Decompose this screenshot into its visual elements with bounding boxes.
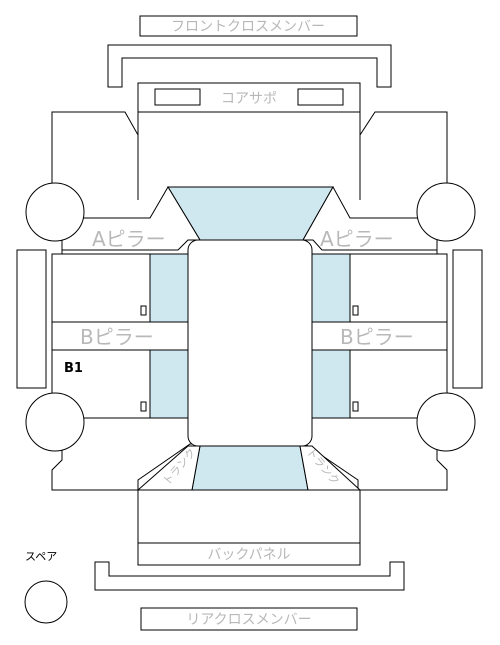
headlight-right[interactable]	[297, 88, 344, 106]
right-rear-door-handle	[352, 401, 359, 412]
trunk-lid[interactable]	[137, 489, 361, 544]
headlight-left[interactable]	[154, 88, 201, 106]
left-rear-door-handle	[140, 401, 147, 412]
core-support-label: コアサポ	[221, 91, 277, 107]
left-front-door-handle	[140, 305, 147, 316]
b-pillar-right-panel[interactable]	[311, 321, 448, 351]
b-pillar-left-label: Bピラー	[80, 325, 154, 349]
left-rear-window[interactable]	[149, 349, 189, 419]
left-side-skirt[interactable]	[16, 249, 47, 389]
wheel-front-left[interactable]	[25, 182, 85, 242]
right-front-door[interactable]	[349, 253, 448, 323]
spare-tire[interactable]	[24, 580, 68, 624]
right-front-door-handle	[352, 305, 359, 316]
a-pillar-right-label: Aピラー	[320, 227, 394, 251]
b-pillar-right-label: Bピラー	[340, 325, 414, 349]
b1-marker: B1	[64, 361, 83, 376]
a-pillar-left-panel[interactable]	[61, 186, 201, 251]
back-panel-label: バックパネル	[207, 547, 290, 563]
front-bumper-bracket[interactable]	[107, 44, 392, 88]
left-front-door[interactable]	[51, 253, 151, 323]
wheel-rear-left[interactable]	[25, 392, 85, 452]
a-pillar-left-label: Aピラー	[92, 227, 166, 251]
front-cross-member-label: フロントクロスメンバー	[171, 19, 325, 35]
front-cross-member-box[interactable]	[139, 15, 358, 37]
rear-bumper-bracket[interactable]	[94, 561, 405, 591]
right-side-skirt[interactable]	[452, 249, 483, 389]
right-front-window[interactable]	[311, 253, 351, 323]
right-rear-window[interactable]	[311, 349, 351, 419]
rear-cross-member-box[interactable]	[140, 607, 358, 631]
rear-window[interactable]	[191, 445, 309, 491]
left-front-window[interactable]	[149, 253, 189, 323]
spare-label: スペア	[25, 550, 57, 563]
rear-cross-member-label: リアクロスメンバー	[186, 612, 311, 628]
wheel-rear-right[interactable]	[416, 392, 476, 452]
a-pillar-right-panel[interactable]	[302, 185, 438, 251]
back-panel-box[interactable]	[137, 542, 361, 566]
b-pillar-left-panel[interactable]	[51, 321, 189, 351]
wheel-front-right[interactable]	[416, 182, 476, 242]
roof-panel[interactable]	[187, 239, 313, 447]
